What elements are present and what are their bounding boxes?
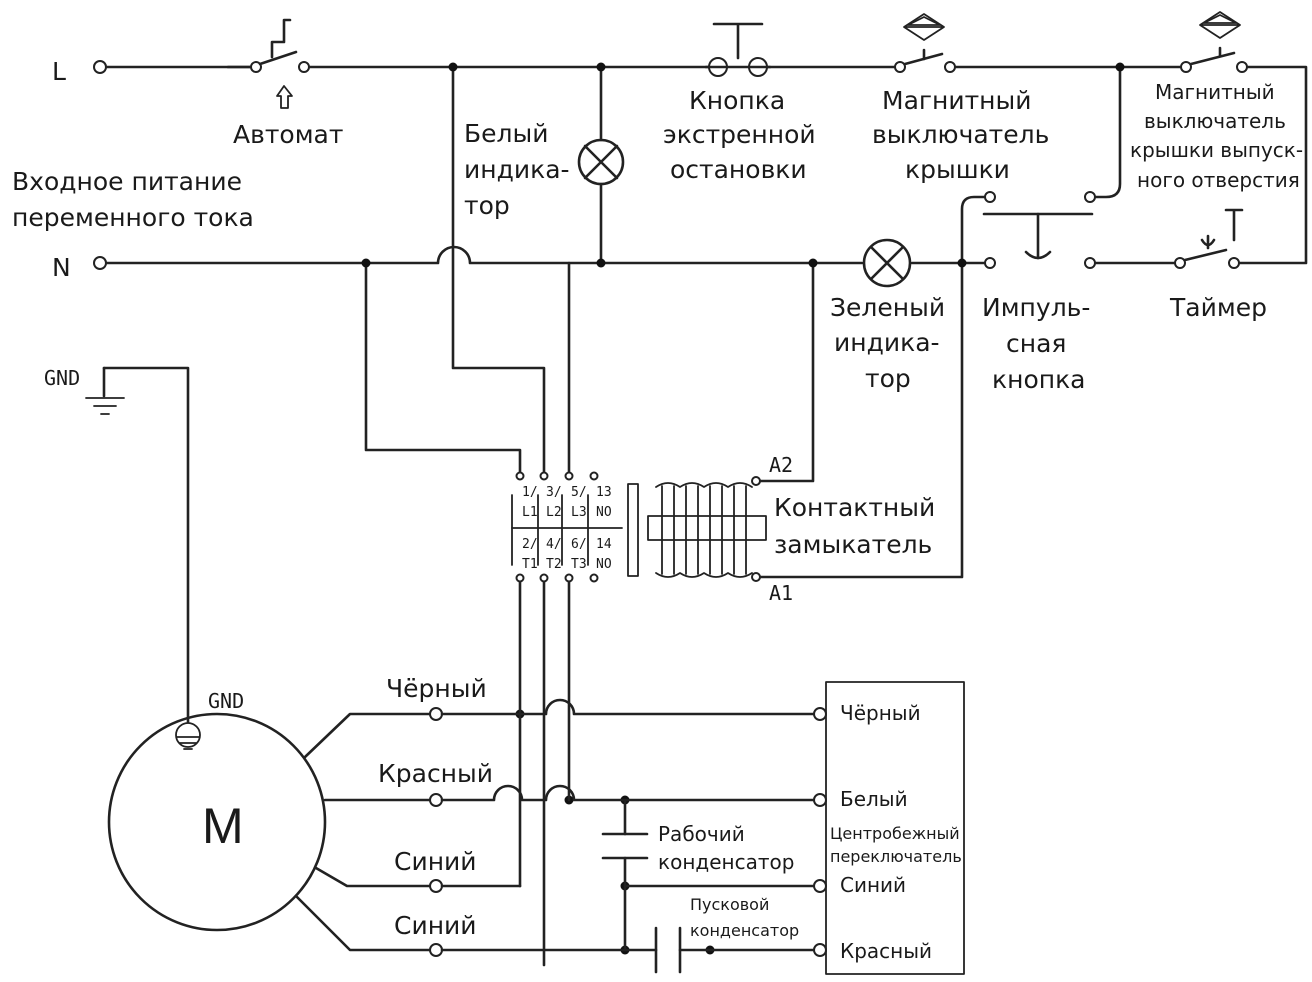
timer-switch <box>1174 208 1244 269</box>
lid-magnetic-switch <box>894 13 956 73</box>
ground-symbol <box>85 366 190 724</box>
breaker-label: Автомат <box>233 120 343 149</box>
coil-a2-label: A2 <box>769 453 793 477</box>
run-capacitor-label-line-1: Рабочий <box>658 822 745 846</box>
outlet-switch-label-line-3: крышки выпуск- <box>1130 138 1303 162</box>
centrifugal-switch-box <box>813 681 965 975</box>
contactor-t3-num: 5/ <box>571 485 587 500</box>
line-n-terminal <box>93 256 107 270</box>
cs-label-line-2: переключатель <box>830 847 962 866</box>
lid-switch-label-line-1: Магнитный <box>882 86 1032 115</box>
outlet-magnetic-switch <box>1180 11 1248 73</box>
contactor-supply-wires <box>364 65 815 483</box>
white-indicator-label-line-1: Белый <box>464 119 549 148</box>
breaker-symbol <box>226 18 310 109</box>
junction-dots <box>361 62 1125 955</box>
contactor-b2-num: 4/ <box>546 537 562 552</box>
start-capacitor-label-line-2: конденсатор <box>690 921 799 940</box>
contactor-b4-num: 14 <box>596 537 612 552</box>
outlet-switch-label-line-4: ного отверстия <box>1137 168 1300 192</box>
input-power-label-line-1: Входное питание <box>12 167 242 196</box>
line-l-terminal <box>93 60 107 74</box>
contactor-b1-num: 2/ <box>522 537 538 552</box>
contactor-t2-id: L2 <box>546 505 562 520</box>
green-indicator-lamp <box>862 238 912 288</box>
contactor-b4-id: NO <box>596 557 612 572</box>
estop-label-line-1: Кнопка <box>689 86 785 115</box>
estop-label-line-3: остановки <box>670 155 807 184</box>
line-n-wire <box>104 245 1178 265</box>
run-capacitor <box>601 832 649 860</box>
timer-label: Таймер <box>1169 293 1267 322</box>
contactor-t3-id: L3 <box>571 505 587 520</box>
pulse-button-feed <box>757 65 1122 579</box>
start-capacitor-label-line-1: Пусковой <box>690 895 769 914</box>
white-indicator-label-line-3: тор <box>464 191 510 220</box>
input-power-label-line-2: переменного тока <box>12 203 254 232</box>
contactor-t4-num: 13 <box>596 485 612 500</box>
cs-terminal-white: Белый <box>840 787 908 811</box>
pulse-button-label-line-3: кнопка <box>992 365 1086 394</box>
coil-a1-label: A1 <box>769 581 793 605</box>
motor-lead-red-label: Красный <box>378 759 493 788</box>
contactor-t1-num: 1/ <box>522 485 538 500</box>
white-indicator-label-line-2: индика- <box>464 155 570 184</box>
outlet-switch-label-line-2: выключатель <box>1144 109 1286 133</box>
cs-terminal-black: Чёрный <box>840 701 921 725</box>
motor <box>107 712 327 932</box>
motor-lead-blue1-label: Синий <box>394 847 477 876</box>
contactor-t1-id: L1 <box>522 505 538 520</box>
green-indicator-label-line-2: индика- <box>834 328 940 357</box>
line-n-label: N <box>52 253 71 282</box>
contactor-coil <box>647 476 767 582</box>
pulse-button <box>982 212 1096 269</box>
cs-label-line-1: Центробежный <box>830 824 960 843</box>
contactor-t4-id: NO <box>596 505 612 520</box>
contactor-b3-id: T3 <box>571 557 587 572</box>
contactor-label-line-1: Контактный <box>774 493 935 522</box>
motor-ground-label: GND <box>208 689 244 713</box>
contactor-b1-id: T1 <box>522 557 538 572</box>
run-capacitor-label-line-2: конденсатор <box>658 850 794 874</box>
pulse-button-label-line-1: Импуль- <box>982 293 1090 322</box>
outlet-switch-label-line-1: Магнитный <box>1155 80 1275 104</box>
white-indicator-lamp <box>577 65 625 265</box>
ground-label: GND <box>44 366 80 390</box>
contactor-t2-num: 3/ <box>546 485 562 500</box>
emergency-stop-button <box>704 22 772 77</box>
motor-lead-black-label: Чёрный <box>386 674 487 703</box>
contactor-terminal-labels: 1/ L1 3/ L2 5/ L3 13 NO 2/ T1 4/ T2 6/ T… <box>522 485 612 572</box>
green-indicator-label-line-3: тор <box>865 364 911 393</box>
cs-terminal-red: Красный <box>840 939 932 963</box>
start-capacitor <box>654 926 682 974</box>
lid-switch-label-line-2: выключатель <box>872 120 1049 149</box>
cs-terminal-blue: Синий <box>840 873 906 897</box>
contactor-output-wires <box>518 580 571 967</box>
motor-lead-blue2-label: Синий <box>394 911 477 940</box>
centrifugal-switch-wires <box>440 698 815 952</box>
motor-label: M <box>202 798 244 854</box>
estop-label-line-2: экстренной <box>663 120 816 149</box>
pulse-button-label-line-2: сная <box>1006 329 1066 358</box>
contactor-label-line-2: замыкатель <box>774 530 932 559</box>
green-indicator-label-line-1: Зеленый <box>830 293 945 322</box>
contactor-b2-id: T2 <box>546 557 562 572</box>
line-l-label: L <box>52 57 66 86</box>
lid-switch-label-line-3: крышки <box>905 155 1010 184</box>
contactor-b3-num: 6/ <box>571 537 587 552</box>
